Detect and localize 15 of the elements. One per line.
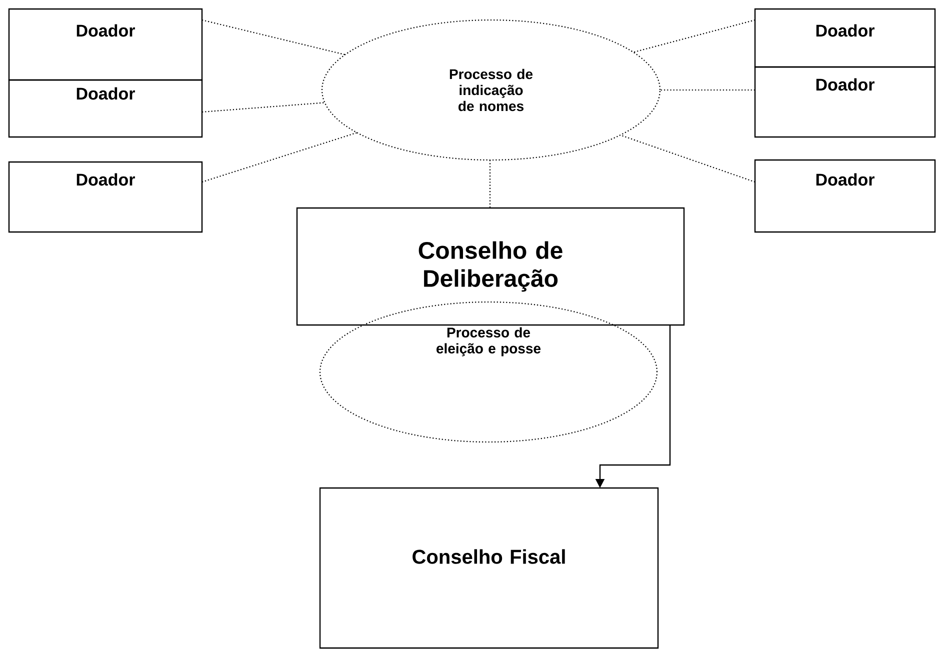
connector-line <box>489 160 491 208</box>
donor-box: Doador <box>8 8 203 81</box>
donor-box: Doador <box>754 66 936 138</box>
council-box: Conselho de Deliberação <box>296 207 685 326</box>
donor-box: Doador <box>754 8 936 68</box>
connector-line <box>633 19 756 53</box>
donor-box: Doador <box>8 79 203 138</box>
council-box: Conselho Fiscal <box>319 487 659 649</box>
connector-line <box>660 89 755 91</box>
connector-line <box>620 134 756 183</box>
donor-box: Doador <box>8 161 203 233</box>
connector-line <box>202 102 325 113</box>
connector-line <box>202 19 346 56</box>
connector-line <box>202 132 357 183</box>
donor-box: Doador <box>754 159 936 233</box>
